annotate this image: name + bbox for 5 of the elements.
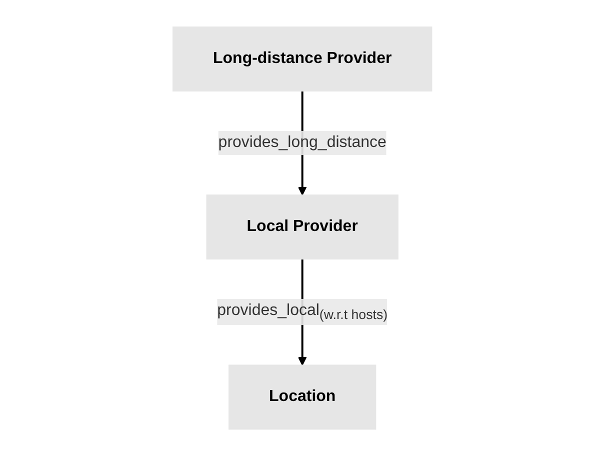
node-box: Location xyxy=(228,365,376,430)
edge-label: provides_long_distance xyxy=(218,134,387,152)
node-box: Local Provider xyxy=(206,194,399,260)
node-box: Long-distance Provider xyxy=(172,26,432,92)
edge-label: provides_local$_{(w.r.t hosts)}$ xyxy=(217,302,388,323)
